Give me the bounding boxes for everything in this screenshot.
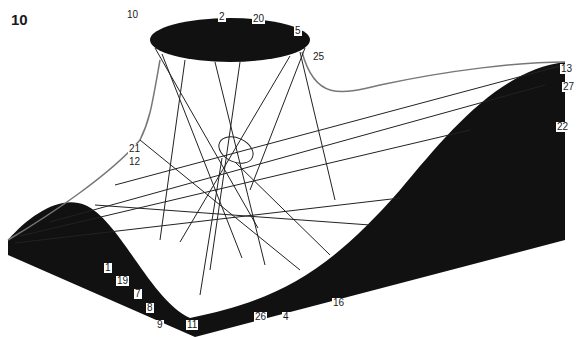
callout-number: 4	[282, 312, 290, 322]
top-ellipse	[150, 18, 310, 62]
callout-number: 21	[128, 144, 141, 154]
callout-number: 10	[126, 10, 139, 20]
callout-number: 16	[332, 298, 345, 308]
callout-number: 9	[156, 320, 164, 330]
callout-number: 12	[128, 157, 141, 167]
callout-number: 25	[312, 52, 325, 62]
callout-number: 26	[254, 312, 267, 322]
callout-number: 20	[252, 14, 265, 24]
callout-number: 2	[218, 12, 226, 22]
callout-number: 5	[294, 26, 302, 36]
callout-number: 8	[146, 303, 154, 313]
callout-number: 27	[562, 82, 575, 92]
string-lines	[15, 48, 560, 295]
surface-block	[8, 62, 565, 337]
callout-number: 7	[134, 289, 142, 299]
back-edge	[302, 52, 565, 92]
callout-number: 13	[560, 64, 573, 74]
callout-number: 11	[186, 320, 198, 330]
figure-number: 10	[10, 12, 29, 27]
small-ring	[215, 132, 258, 169]
callout-number: 19	[116, 276, 129, 286]
callout-number: 1	[104, 263, 112, 273]
callout-number: 22	[556, 122, 569, 132]
